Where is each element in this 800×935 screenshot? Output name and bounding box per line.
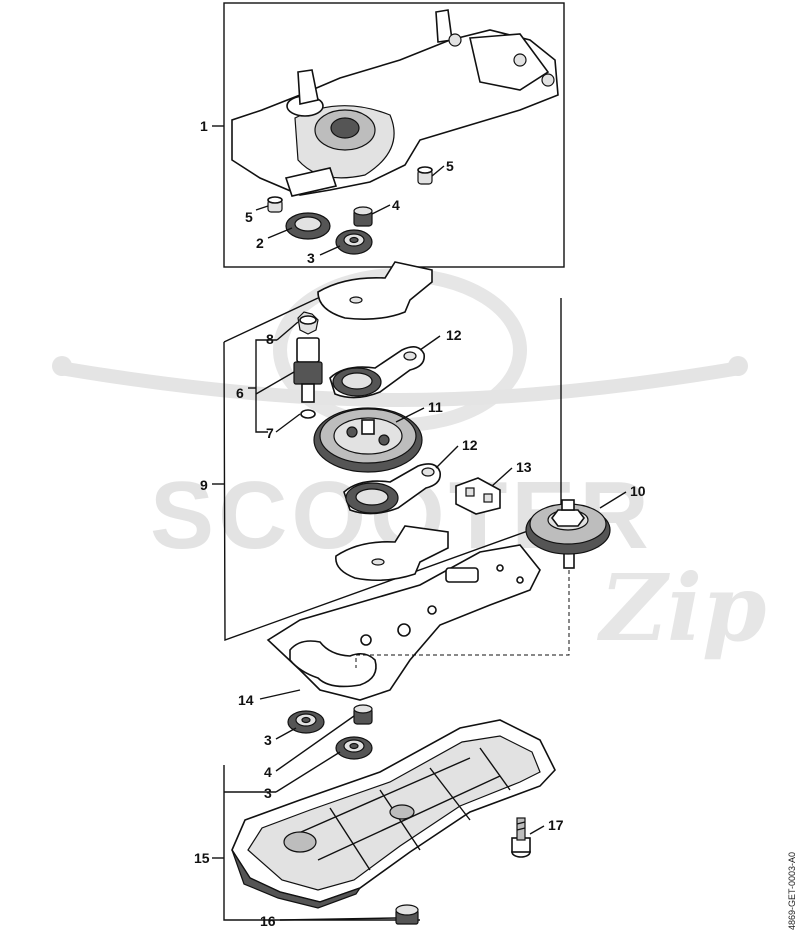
ball-bearing-part-3-lower-2 <box>335 736 373 760</box>
cover-plate-bottom <box>335 525 449 582</box>
callout-14: 14 <box>238 692 254 708</box>
needle-bearing-part-4-lower <box>353 704 373 725</box>
callout-2: 2 <box>256 235 264 251</box>
pinion-gear-part-8 <box>297 311 319 335</box>
shaft-seal-part-2 <box>285 212 331 240</box>
gear-housing-part-1 <box>231 9 559 197</box>
callout-1: 1 <box>200 118 208 134</box>
o-ring-part-7 <box>300 409 316 419</box>
callout-labels: 1 5 5 4 2 3 8 6 7 9 12 11 12 13 10 14 3 … <box>194 118 646 929</box>
callout-4-top: 4 <box>392 197 400 213</box>
callout-3-lower: 3 <box>264 732 272 748</box>
spur-gear-part-11 <box>313 407 423 473</box>
drive-shaft-part-6 <box>293 337 323 403</box>
callout-3-top: 3 <box>307 250 315 266</box>
callout-17: 17 <box>548 817 564 833</box>
connecting-rod-part-12-upper <box>329 346 426 399</box>
callout-3-lower-2: 3 <box>264 785 272 801</box>
callout-16: 16 <box>260 913 276 929</box>
callout-4-lower: 4 <box>264 764 272 780</box>
bottom-cover-part-15 <box>231 719 556 909</box>
callout-5-right: 5 <box>446 158 454 174</box>
switch-block-part-13 <box>455 477 501 515</box>
cover-plate-top <box>317 261 433 320</box>
callout-15: 15 <box>194 850 210 866</box>
callout-13: 13 <box>516 459 532 475</box>
connecting-rod-part-12-lower <box>343 463 442 515</box>
callout-12-upper: 12 <box>446 327 462 343</box>
plug-part-16 <box>395 904 419 925</box>
needle-bearing-part-4-top <box>353 206 373 227</box>
callout-12-lower: 12 <box>462 437 478 453</box>
callout-7: 7 <box>266 425 274 441</box>
reference-code: 4869-GET-0003-A0 <box>787 852 797 930</box>
callout-8: 8 <box>266 331 274 347</box>
callout-11: 11 <box>428 399 443 415</box>
ball-bearing-part-3-top <box>335 229 373 255</box>
callout-6: 6 <box>236 385 244 401</box>
gasket-part-14 <box>266 544 541 701</box>
leader-lines <box>212 125 627 921</box>
callout-5-left: 5 <box>245 209 253 225</box>
callout-9: 9 <box>200 477 208 493</box>
alignment-dashed-line <box>355 570 570 668</box>
gear-nut-part-10 <box>525 499 611 569</box>
screw-part-17 <box>511 817 531 858</box>
callout-10: 10 <box>630 483 646 499</box>
bushing-part-5-left <box>267 196 283 213</box>
bushing-part-5-right <box>417 166 433 185</box>
watermark-script: Zip <box>596 554 766 662</box>
ball-bearing-part-3-lower <box>287 710 325 734</box>
